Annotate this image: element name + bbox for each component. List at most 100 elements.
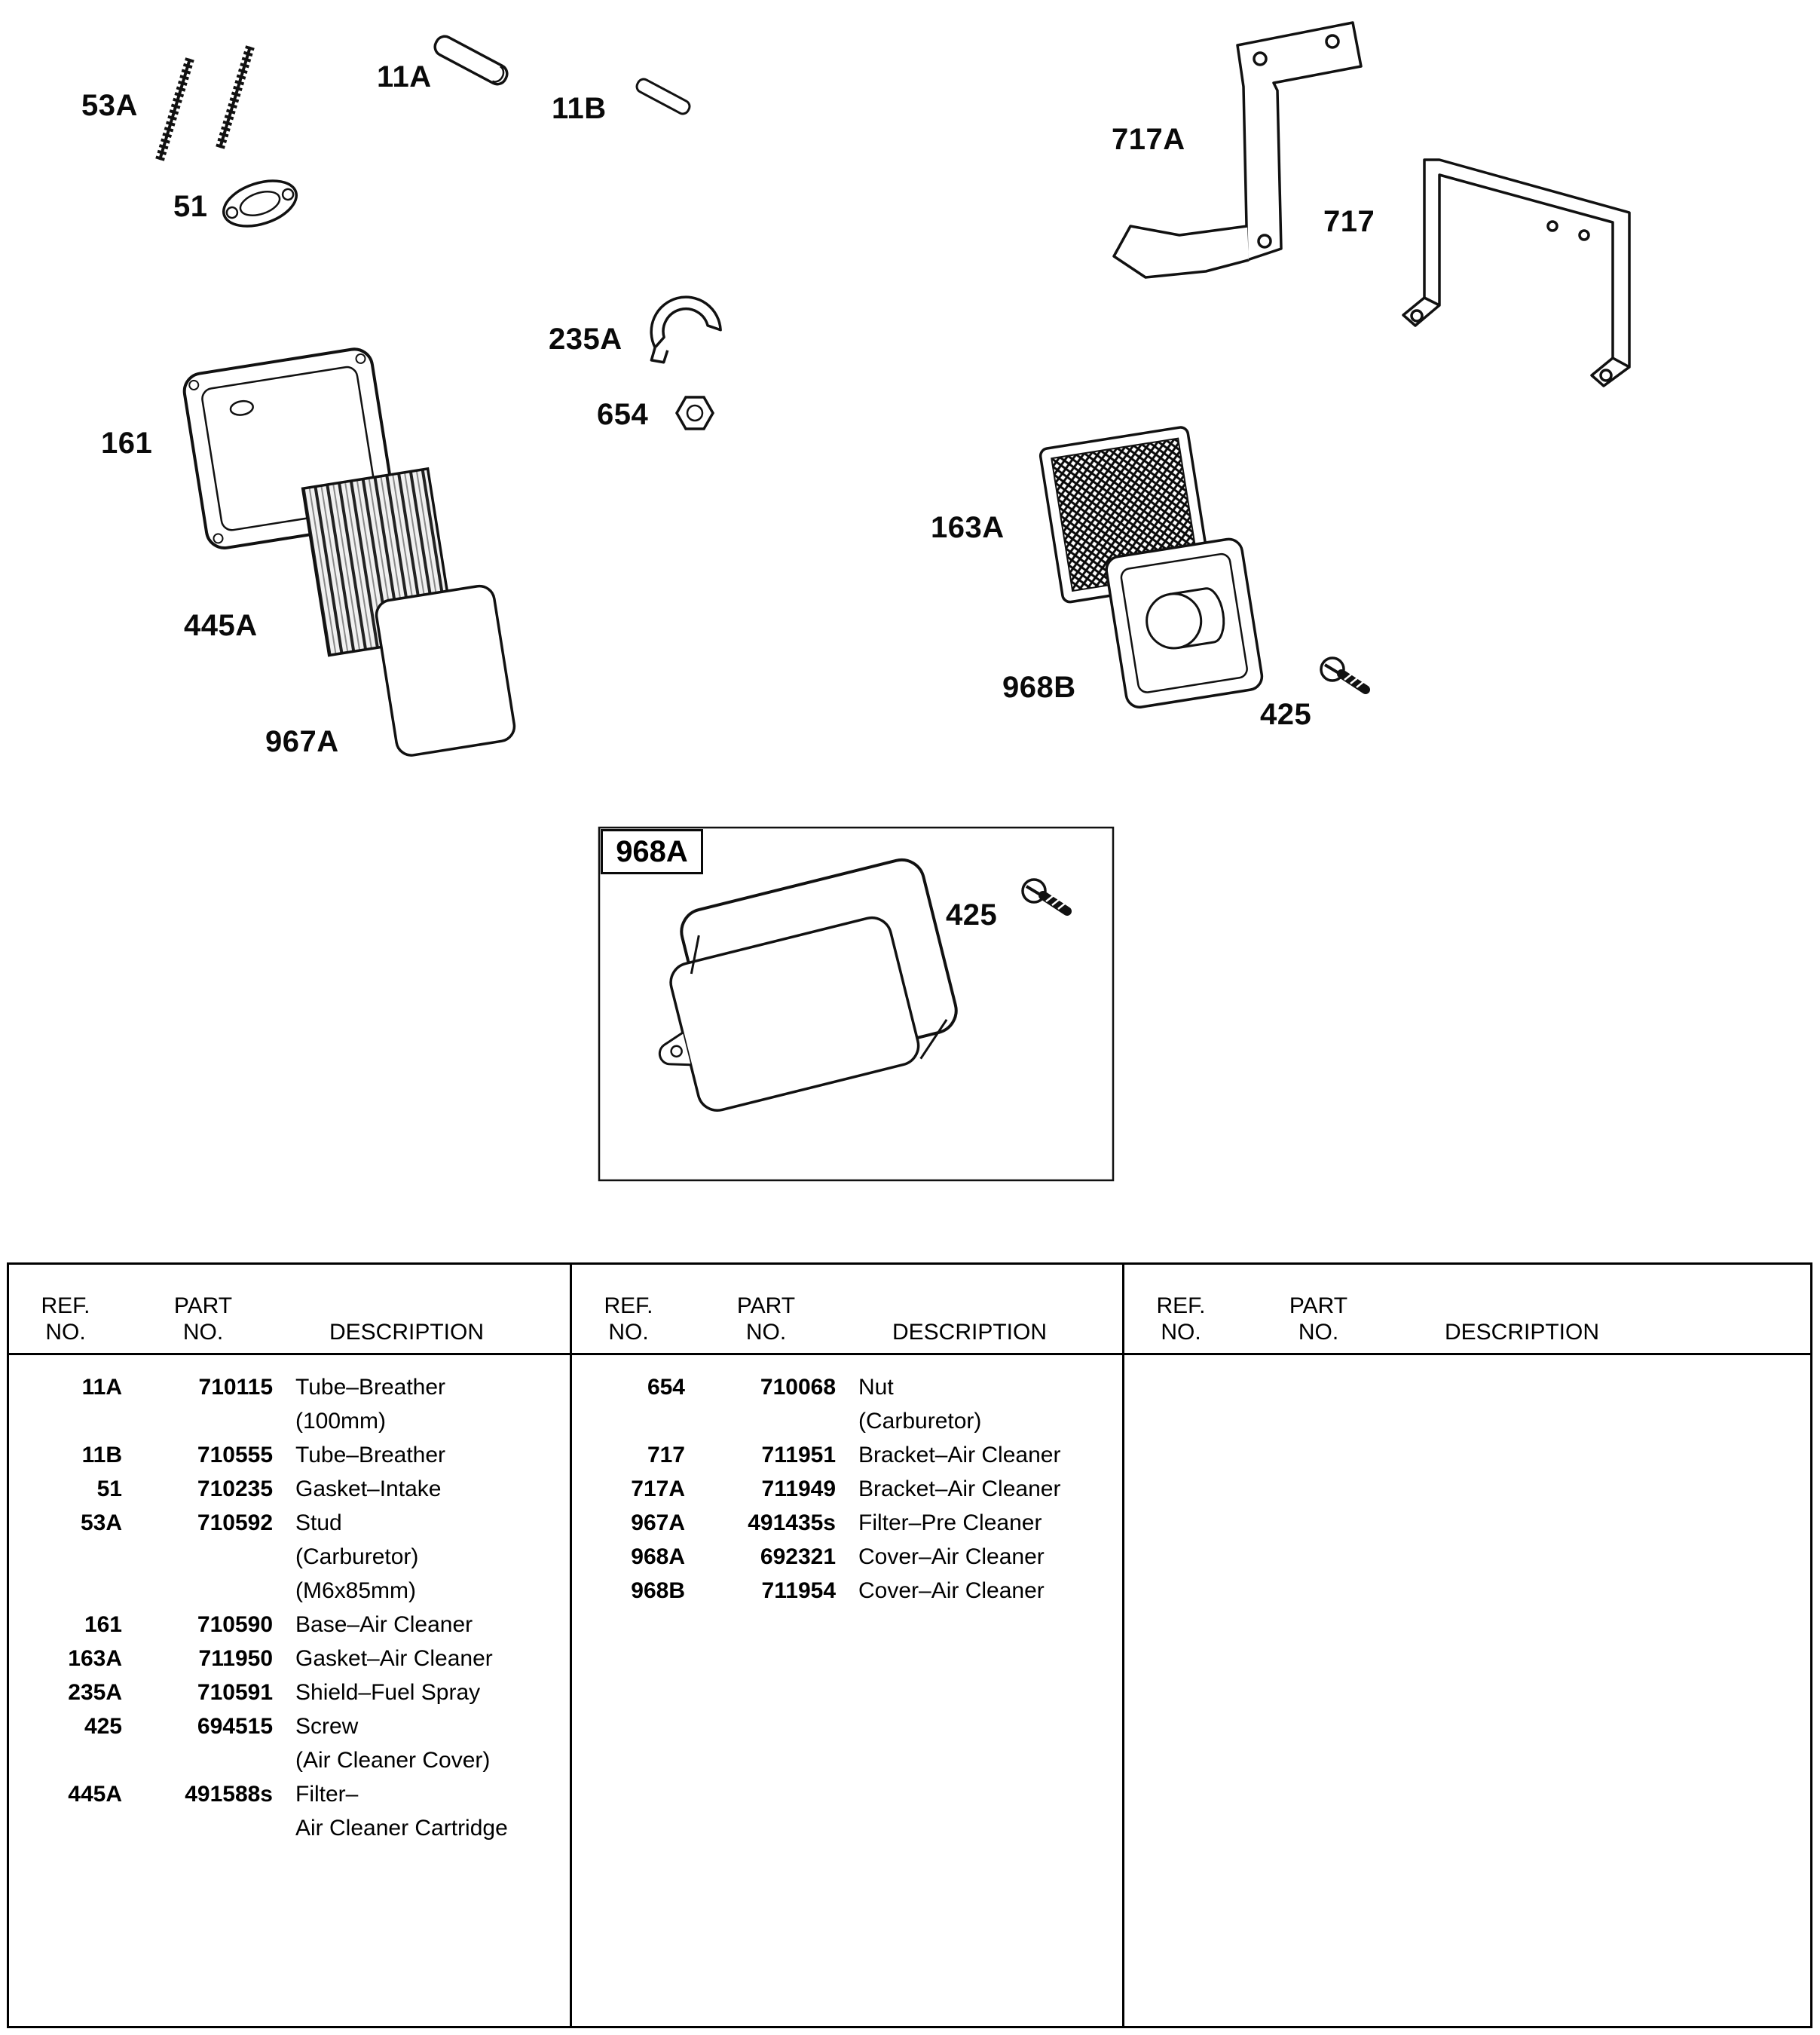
part-no-cell: 711950	[198, 1646, 273, 1671]
ref-no-cell: 968B	[631, 1578, 685, 1603]
header-ref-line2: NO.	[1161, 1320, 1201, 1345]
header-part-line2: NO.	[182, 1320, 224, 1345]
ref-no-cell: 163A	[68, 1646, 122, 1671]
ref-no-cell: 53A	[80, 1510, 122, 1535]
ref-no-cell	[9, 1574, 122, 1608]
table-header: REF. NO. PART NO. DESCRIPTION	[1124, 1265, 1810, 1355]
part-no-cell	[122, 1404, 273, 1438]
part-label-425-inset: 425	[946, 898, 998, 932]
part-label-717A: 717A	[1112, 123, 1185, 156]
description-cell: (M6x85mm)	[295, 1578, 417, 1603]
ref-no-cell: 161	[84, 1612, 122, 1637]
description-cell: Nut	[858, 1375, 894, 1400]
ref-no-cell	[9, 1811, 122, 1845]
header-part-line1: PART	[1289, 1293, 1348, 1318]
description-cell: Gasket–Air Cleaner	[295, 1646, 493, 1671]
description-cell: (Carburetor)	[858, 1409, 982, 1434]
precleaner-967A-art	[375, 584, 516, 757]
parts-table-column-2: REF. NO. PART NO. DESCRIPTION 654 710068 N…	[572, 1265, 1124, 2026]
part-label-11A: 11A	[377, 60, 432, 93]
ref-no-cell: 654	[647, 1375, 685, 1400]
shield-235A-art	[650, 295, 722, 364]
ref-no-cell	[9, 1540, 122, 1574]
part-label-968A: 968A	[601, 829, 703, 874]
description-cell: Bracket–Air Cleaner	[858, 1477, 1061, 1501]
table-row: Air Cleaner Cartridge	[9, 1811, 570, 1845]
header-part-no: PART NO.	[1237, 1293, 1399, 1345]
header-ref-line1: REF.	[1156, 1293, 1206, 1318]
header-part-line2: NO.	[745, 1320, 787, 1345]
ref-no-cell: 11A	[81, 1375, 122, 1400]
table-row: (M6x85mm)	[9, 1574, 570, 1608]
nut-654-art	[674, 396, 715, 430]
table-row: (Air Cleaner Cover)	[9, 1743, 570, 1777]
part-label-717: 717	[1323, 205, 1375, 238]
part-no-cell	[122, 1811, 273, 1845]
part-no-cell: 710235	[197, 1477, 273, 1501]
description-cell: Shield–Fuel Spray	[295, 1680, 481, 1705]
part-no-cell: 710115	[198, 1375, 273, 1400]
ref-no-cell: 717A	[631, 1477, 685, 1501]
table-row: 51 710235 Gasket–Intake	[9, 1472, 570, 1506]
ref-no-cell	[9, 1404, 122, 1438]
parts-diagram-art	[155, 21, 1631, 1182]
table-row: (Carburetor)	[9, 1540, 570, 1574]
header-part-line2: NO.	[1298, 1320, 1339, 1345]
stud-53A-art	[155, 45, 255, 161]
part-no-cell: 710555	[197, 1443, 273, 1467]
header-ref-no: REF. NO.	[9, 1293, 122, 1345]
description-cell: Base–Air Cleaner	[295, 1612, 473, 1637]
ref-no-cell: 235A	[68, 1680, 122, 1705]
part-no-cell: 694515	[197, 1714, 273, 1739]
description-cell: Stud	[295, 1510, 342, 1535]
part-label-425-right: 425	[1260, 698, 1312, 731]
part-no-cell	[122, 1574, 273, 1608]
description-cell: (Air Cleaner Cover)	[295, 1748, 491, 1773]
cover-968B-art	[1105, 537, 1264, 708]
header-ref-no: REF. NO.	[572, 1293, 685, 1345]
description-cell: Bracket–Air Cleaner	[858, 1443, 1061, 1467]
part-label-235A: 235A	[549, 323, 622, 356]
header-ref-no: REF. NO.	[1124, 1293, 1237, 1345]
part-no-cell: 710068	[760, 1375, 836, 1400]
description-cell: Filter–	[295, 1782, 359, 1807]
part-label-51: 51	[173, 190, 208, 223]
description-cell: Tube–Breather	[295, 1375, 446, 1400]
description-cell: Gasket–Intake	[295, 1477, 442, 1501]
part-label-53A: 53A	[81, 89, 138, 122]
table-row: 11A 710115 Tube–Breather	[9, 1370, 570, 1404]
bracket-717-art	[1402, 158, 1631, 387]
part-no-cell: 711951	[761, 1443, 836, 1467]
part-label-161: 161	[101, 427, 153, 460]
part-no-cell: 710590	[197, 1612, 273, 1637]
parts-list-table: REF. NO. PART NO. DESCRIPTION 11A 710115 T…	[7, 1262, 1812, 2028]
header-ref-line1: REF.	[604, 1293, 653, 1318]
table-row: (100mm)	[9, 1404, 570, 1438]
part-no-cell: 711954	[761, 1578, 836, 1603]
ref-no-cell	[9, 1743, 122, 1777]
header-ref-line1: REF.	[41, 1293, 90, 1318]
ref-no-cell: 11B	[81, 1443, 122, 1467]
table-header: REF. NO. PART NO. DESCRIPTION	[572, 1265, 1122, 1355]
description-cell: (100mm)	[295, 1409, 387, 1434]
ref-no-cell: 51	[96, 1477, 122, 1501]
description-cell: Screw	[295, 1714, 359, 1739]
ref-no-cell: 968A	[631, 1544, 685, 1569]
description-cell: Filter–Pre Cleaner	[858, 1510, 1042, 1535]
header-part-line1: PART	[173, 1293, 233, 1318]
part-label-654: 654	[597, 398, 649, 431]
bracket-717A-art	[1112, 21, 1363, 279]
header-part-no: PART NO.	[122, 1293, 284, 1345]
part-no-cell: 692321	[760, 1544, 836, 1569]
